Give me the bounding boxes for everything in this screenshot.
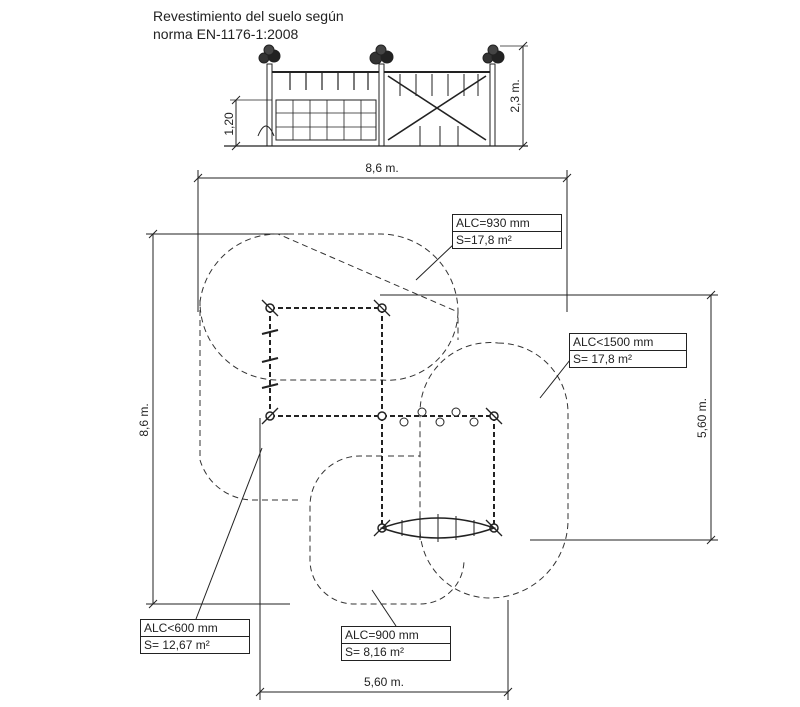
zone-1500-label: ALC<1500 mm S= 17,8 m² (569, 333, 687, 368)
plan-right-depth-label: 5,60 m. (695, 398, 709, 438)
post-cap-right (482, 44, 505, 64)
plan-depth-label: 8,6 m. (137, 403, 151, 436)
plan-bottom-width-label: 5,60 m. (364, 675, 404, 689)
post-mid (378, 63, 385, 147)
post-cap-mid (369, 44, 394, 65)
zone-900-label: ALC=900 mm S= 8,16 m² (341, 626, 451, 661)
elevation-total-height-label: 2,3 m. (508, 79, 522, 112)
zone-1500-alc: ALC<1500 mm (573, 335, 654, 349)
zone-1500-area: S= 17,8 m² (570, 350, 686, 367)
post-right (489, 63, 496, 147)
plan-width-label: 8,6 m. (365, 161, 398, 175)
elevation-height-label: 1,20 (222, 112, 236, 136)
surface-note-line2: norma EN-1176-1:2008 (153, 26, 299, 42)
plan-dimensions (146, 170, 718, 700)
safety-zones (199, 233, 569, 605)
zone-600 (199, 300, 300, 501)
zone-930-label: ALC=930 mm S=17,8 m² (452, 214, 562, 249)
zone-900 (309, 455, 465, 605)
leader-lines (195, 243, 571, 627)
zone-900-alc: ALC=900 mm (345, 628, 419, 642)
zone-930 (199, 233, 459, 381)
elevation-view (224, 41, 528, 151)
zone-600-label: ALC<600 mm S= 12,67 m² (140, 619, 250, 654)
zone-1500 (419, 342, 569, 599)
equipment-plan (261, 299, 503, 542)
zone-900-area: S= 8,16 m² (342, 643, 450, 660)
post-cap-left (258, 44, 281, 64)
surface-note-line1: Revestimiento del suelo según (153, 8, 344, 24)
zone-600-alc: ALC<600 mm (144, 621, 218, 635)
zone-930-alc: ALC=930 mm (456, 216, 530, 230)
post-left (266, 63, 273, 147)
zone-930-area: S=17,8 m² (453, 231, 561, 248)
zone-600-area: S= 12,67 m² (141, 636, 249, 653)
